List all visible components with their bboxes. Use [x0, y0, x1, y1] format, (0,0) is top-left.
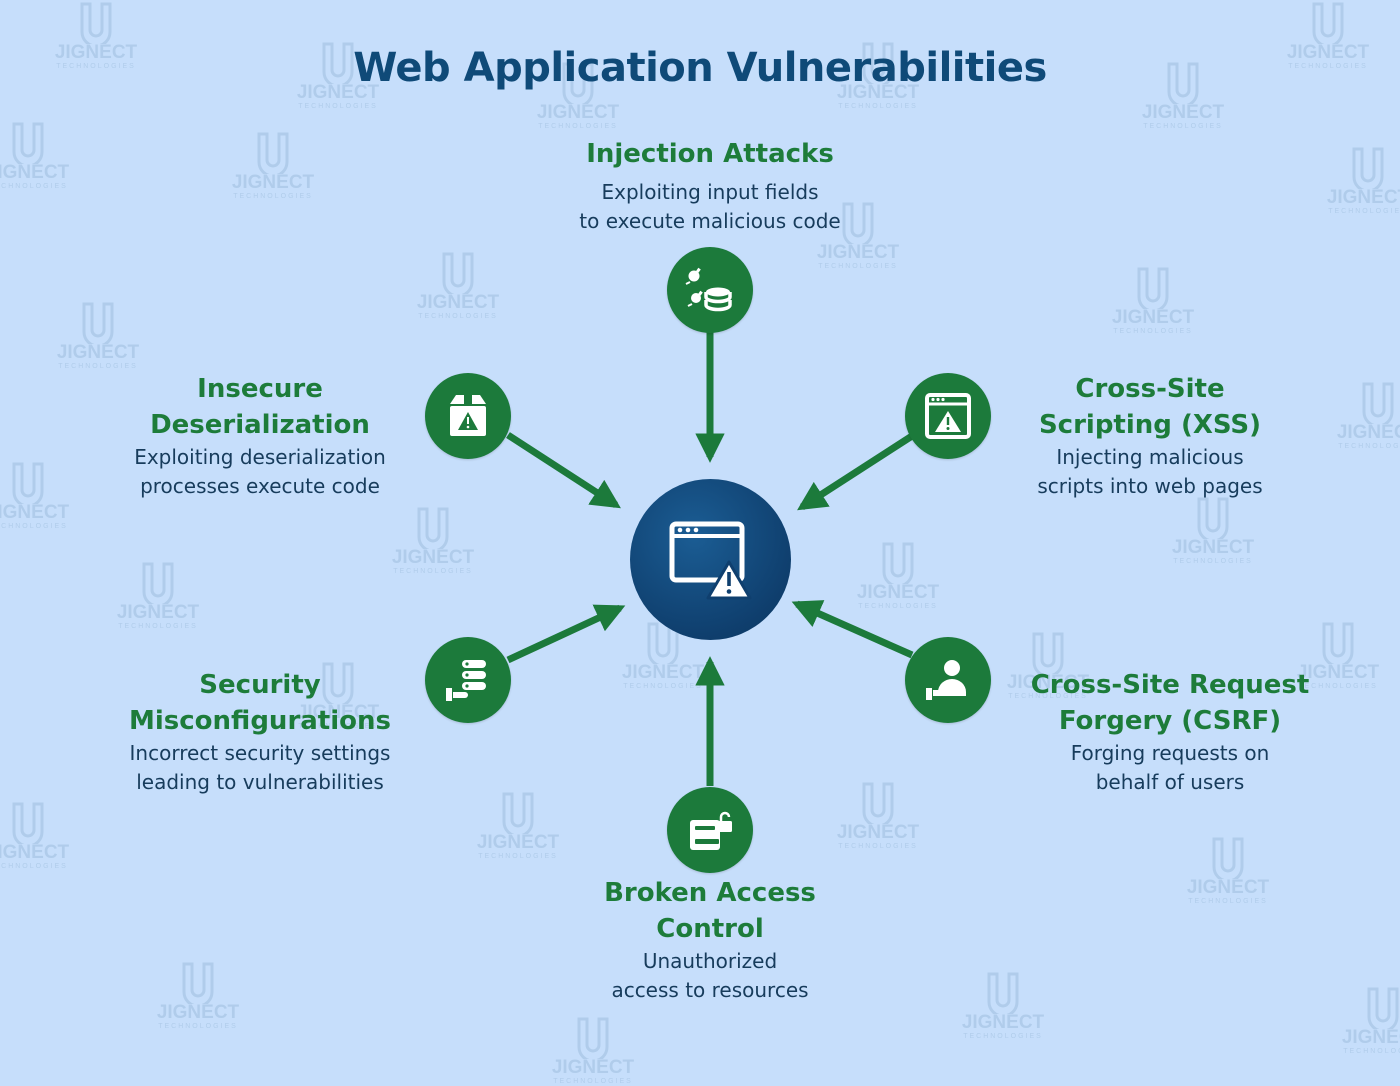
item-access: Broken Access Control Unauthorized acces… [545, 875, 875, 1005]
node-csrf [905, 637, 991, 723]
page-title: Web Application Vulnerabilities [353, 45, 1047, 91]
node-misconfig [425, 637, 511, 723]
item-injection-title: Injection Attacks [586, 139, 834, 169]
database-bomb-icon [685, 267, 732, 312]
item-injection-description: Exploiting input fields to execute malic… [579, 180, 841, 233]
arrow-xss [797, 433, 914, 511]
browser-warning-icon [925, 393, 971, 439]
item-csrf: Cross-Site Request Forgery (CSRF) Forgin… [1000, 667, 1340, 797]
connector-arrows [506, 330, 914, 786]
node-injection [667, 247, 753, 333]
item-access-description: Unauthorized access to resources [611, 949, 809, 1002]
item-misconfig: Security Misconfigurations Incorrect sec… [90, 667, 430, 797]
item-xss: Cross-Site Scripting (XSS) Injecting mal… [1000, 371, 1300, 501]
node-deserial [425, 373, 511, 459]
item-deserial: Insecure Deserialization Exploiting dese… [95, 371, 425, 501]
node-xss [905, 373, 991, 459]
user-hand-icon [926, 660, 966, 700]
item-xss-description: Injecting malicious scripts into web pag… [1037, 445, 1263, 498]
item-csrf-description: Forging requests on behalf of users [1070, 741, 1270, 794]
arrow-misconfig [506, 604, 626, 664]
item-misconfig-description: Incorrect security settings leading to v… [129, 741, 391, 794]
item-csrf-title: Cross-Site Request Forgery (CSRF) [1030, 670, 1310, 736]
center-node [630, 479, 791, 640]
node-access [667, 787, 753, 873]
item-injection: Injection Attacks Exploiting input field… [510, 136, 910, 236]
item-xss-title: Cross-Site Scripting (XSS) [1038, 374, 1262, 440]
server-hand-icon [446, 660, 486, 701]
item-deserial-title: Insecure Deserialization [150, 374, 370, 440]
item-misconfig-title: Security Misconfigurations [129, 670, 391, 736]
item-access-title: Broken Access Control [604, 878, 816, 944]
arrow-deserial [506, 432, 621, 509]
unlocked-door-icon [690, 811, 732, 850]
item-deserial-description: Exploiting deserialization processes exe… [134, 445, 386, 498]
package-warning-icon [450, 395, 486, 436]
arrow-csrf [791, 600, 914, 659]
browser-warning-icon [669, 521, 751, 599]
